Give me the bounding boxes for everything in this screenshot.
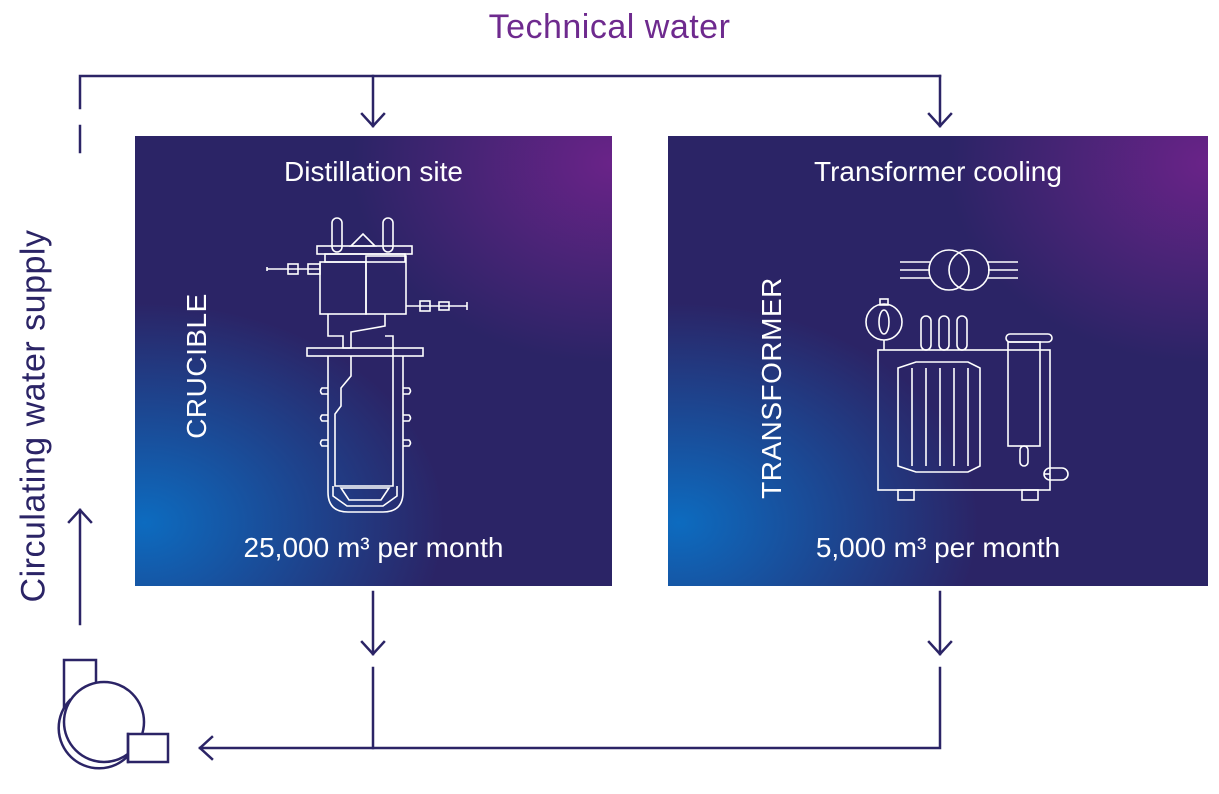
- water-volume-amount: 25,000 m³ per month: [243, 532, 504, 563]
- panel-title: Transformer cooling: [814, 156, 1062, 187]
- outflow-arrows: [360, 590, 953, 656]
- technical-water-line: [78, 74, 953, 128]
- technical-water-title: Technical water: [488, 8, 731, 46]
- pump-icon: [57, 658, 170, 770]
- panel-background: [668, 136, 1208, 586]
- crucible-icon: [266, 217, 468, 513]
- water-volume-amount: 5,000 m³ per month: [815, 532, 1061, 563]
- distillation-site-panel: Distillation site CRUCIBLE: [135, 136, 612, 586]
- transformer-icon: [865, 249, 1069, 501]
- panel-background: [135, 136, 612, 586]
- circulating-water-supply-label: Circulating water supply: [14, 229, 53, 603]
- panel-title: Distillation site: [284, 156, 463, 187]
- transformer-cooling-panel: Transformer cooling TRANSFORMER: [668, 136, 1208, 586]
- return-water-line: [198, 666, 942, 761]
- supply-riser-line: [67, 124, 93, 626]
